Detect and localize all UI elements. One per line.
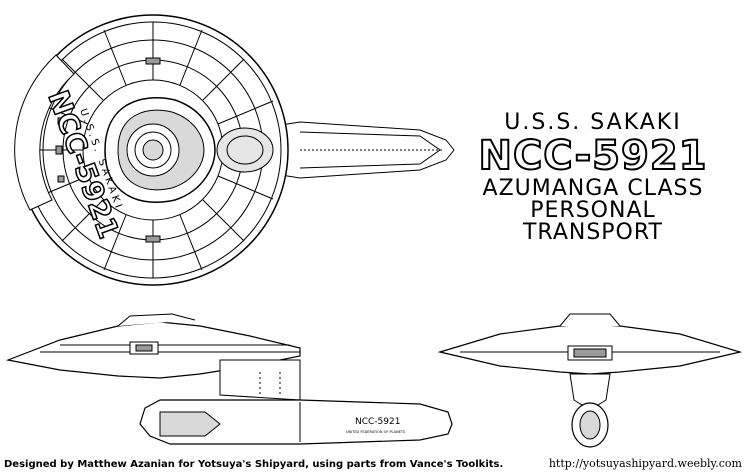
front-view	[437, 313, 743, 448]
designer-credit: Designed by Matthew Azanian for Yotsuya'…	[4, 459, 504, 470]
side-view: NCC-5921 UNITED FEDERATION OF PLANETS	[5, 313, 453, 445]
title-block: U.S.S. SAKAKI NCC-5921 AZUMANGA CLASS PE…	[448, 112, 738, 244]
website-url: http://yotsuyashipyard.weebly.com	[548, 457, 742, 470]
ship-type-line1: PERSONAL	[530, 198, 656, 223]
ship-class: AZUMANGA CLASS	[482, 176, 704, 201]
ship-name: U.S.S. SAKAKI	[504, 110, 682, 135]
saucer-radial-grid	[25, 22, 274, 278]
ship-type-line2: TRANSPORT	[522, 220, 663, 245]
side-view-subtext: UNITED FEDERATION OF PLANETS	[346, 430, 406, 434]
ship-registry: NCC-5921	[477, 133, 708, 179]
saucer-notch	[14, 54, 75, 211]
impulse-dome	[216, 127, 274, 173]
side-view-engineering-hull	[139, 399, 453, 445]
top-view	[14, 14, 455, 286]
side-view-registry-text: NCC-5921	[355, 417, 400, 427]
